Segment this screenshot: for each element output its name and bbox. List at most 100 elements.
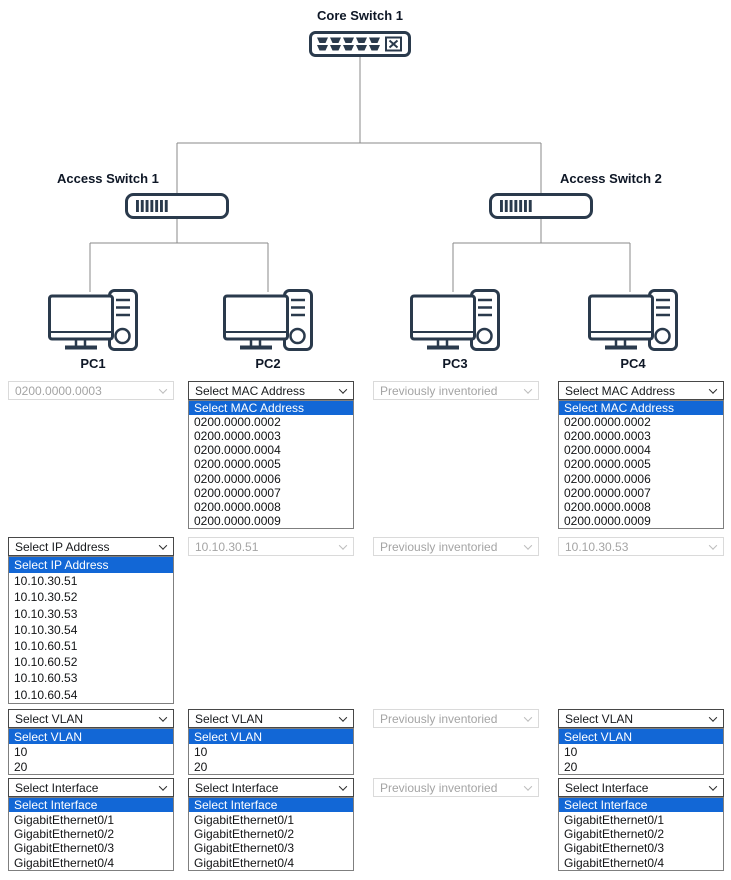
pc1-vlan-option[interactable]: 10 xyxy=(14,744,28,759)
pc3-ip-select: Previously inventoried xyxy=(373,537,539,556)
chevron-down-icon xyxy=(523,712,533,722)
pc4-iface-option[interactable]: Select Interface xyxy=(559,798,723,813)
chevron-down-icon xyxy=(708,540,718,550)
pc1-iface-option[interactable]: GigabitEthernet0/1 xyxy=(14,812,115,827)
pc2-mac-selected-value: Select MAC Address xyxy=(195,383,306,398)
pc1-ip-option[interactable]: 10.10.60.52 xyxy=(14,655,78,670)
pc2-mac-select[interactable]: Select MAC Address xyxy=(188,381,354,400)
pc3-ip-selected-value: Previously inventoried xyxy=(380,539,498,554)
pc4-vlan-select[interactable]: Select VLAN xyxy=(558,709,724,728)
core-switch-label: Core Switch 1 xyxy=(317,8,403,23)
pc2-mac-option[interactable]: 0200.0000.0004 xyxy=(194,443,281,458)
pc2-mac-option[interactable]: Select MAC Address xyxy=(189,401,353,416)
core-switch-icon xyxy=(309,31,411,62)
access-switch-1-icon xyxy=(125,193,229,224)
pc1-iface-selected-value: Select Interface xyxy=(15,780,99,795)
pc1-vlan-select[interactable]: Select VLAN xyxy=(8,709,174,728)
pc2-mac-option[interactable]: 0200.0000.0002 xyxy=(194,415,281,430)
pc1-vlan-option[interactable]: Select VLAN xyxy=(9,729,173,744)
pc4-ip-selected-value: 10.10.30.53 xyxy=(565,539,629,554)
pc4-mac-option[interactable]: 0200.0000.0008 xyxy=(564,499,651,514)
chevron-down-icon xyxy=(158,540,168,550)
pc1-vlan-selected-value: Select VLAN xyxy=(15,711,84,726)
pc4-mac-option[interactable]: 0200.0000.0002 xyxy=(564,415,651,430)
pc1-label: PC1 xyxy=(80,356,106,371)
pc1-mac-select: 0200.0000.0003 xyxy=(8,381,174,400)
pc2-mac-option[interactable]: 0200.0000.0006 xyxy=(194,471,281,486)
pc4-vlan-option[interactable]: 20 xyxy=(564,759,578,774)
pc1-iface-option[interactable]: GigabitEthernet0/2 xyxy=(14,826,115,841)
pc1-iface-select[interactable]: Select Interface xyxy=(8,778,174,797)
pc1-vlan-option[interactable]: 20 xyxy=(14,759,28,774)
pc1-ip-select[interactable]: Select IP Address xyxy=(8,537,174,556)
pc4-mac-option[interactable]: 0200.0000.0003 xyxy=(564,429,651,444)
chevron-down-icon xyxy=(523,384,533,394)
pc3-iface-select: Previously inventoried xyxy=(373,778,539,797)
pc3-vlan-selected-value: Previously inventoried xyxy=(380,711,498,726)
pc2-mac-option[interactable]: 0200.0000.0008 xyxy=(194,499,281,514)
pc4-mac-option[interactable]: 0200.0000.0007 xyxy=(564,485,651,500)
pc2-iface-option[interactable]: GigabitEthernet0/1 xyxy=(194,812,295,827)
pc2-vlan-option[interactable]: Select VLAN xyxy=(189,729,353,744)
pc2-vlan-select[interactable]: Select VLAN xyxy=(188,709,354,728)
pc1-ip-option[interactable]: 10.10.60.51 xyxy=(14,639,78,654)
pc4-iface-option[interactable]: GigabitEthernet0/3 xyxy=(564,841,665,856)
pc2-iface-option[interactable]: GigabitEthernet0/3 xyxy=(194,841,295,856)
pc2-vlan-option[interactable]: 20 xyxy=(194,759,208,774)
pc1-iface-option[interactable]: GigabitEthernet0/4 xyxy=(14,855,115,870)
pc4-iface-select[interactable]: Select Interface xyxy=(558,778,724,797)
pc4-vlan-selected-value: Select VLAN xyxy=(565,711,634,726)
access-switch-2-label: Access Switch 2 xyxy=(560,171,662,186)
pc2-iface-select[interactable]: Select Interface xyxy=(188,778,354,797)
pc1-ip-option[interactable]: 10.10.60.53 xyxy=(14,671,78,686)
pc2-vlan-option[interactable]: 10 xyxy=(194,744,208,759)
pc1-ip-option[interactable]: 10.10.30.53 xyxy=(14,606,78,621)
pc3-label: PC3 xyxy=(442,356,468,371)
pc1-ip-option[interactable]: 10.10.60.54 xyxy=(14,687,78,702)
pc2-mac-option[interactable]: 0200.0000.0005 xyxy=(194,457,281,472)
pc2-mac-option[interactable]: 0200.0000.0007 xyxy=(194,485,281,500)
pc4-ip-select: 10.10.30.53 xyxy=(558,537,724,556)
pc4-mac-option[interactable]: 0200.0000.0005 xyxy=(564,457,651,472)
pc4-vlan-option[interactable]: Select VLAN xyxy=(559,729,723,744)
pc2-iface-option[interactable]: Select Interface xyxy=(189,798,353,813)
pc4-mac-option[interactable]: 0200.0000.0004 xyxy=(564,443,651,458)
pc1-ip-selected-value: Select IP Address xyxy=(15,539,110,554)
pc4-mac-option[interactable]: Select MAC Address xyxy=(559,401,723,416)
pc4-iface-option[interactable]: GigabitEthernet0/4 xyxy=(564,855,665,870)
pc4-iface-option[interactable]: GigabitEthernet0/1 xyxy=(564,812,665,827)
pc1-ip-option[interactable]: 10.10.30.51 xyxy=(14,574,78,589)
pc2-mac-option[interactable]: 0200.0000.0003 xyxy=(194,429,281,444)
pc1-ip-option[interactable]: 10.10.30.52 xyxy=(14,590,78,605)
pc2-iface-option[interactable]: GigabitEthernet0/2 xyxy=(194,826,295,841)
pc2-mac-option[interactable]: 0200.0000.0009 xyxy=(194,513,281,528)
pc1-mac-selected-value: 0200.0000.0003 xyxy=(15,383,102,398)
pc3-mac-selected-value: Previously inventoried xyxy=(380,383,498,398)
chevron-down-icon xyxy=(523,781,533,791)
pc4-mac-select[interactable]: Select MAC Address xyxy=(558,381,724,400)
chevron-down-icon xyxy=(338,781,348,791)
pc4-iface-option[interactable]: GigabitEthernet0/2 xyxy=(564,826,665,841)
pc1-ip-option[interactable]: Select IP Address xyxy=(9,557,173,574)
pc1-iface-option[interactable]: GigabitEthernet0/3 xyxy=(14,841,115,856)
pc2-iface-selected-value: Select Interface xyxy=(195,780,279,795)
chevron-down-icon xyxy=(338,384,348,394)
pc4-mac-option[interactable]: 0200.0000.0006 xyxy=(564,471,651,486)
pc4-mac-option[interactable]: 0200.0000.0009 xyxy=(564,513,651,528)
pc3-iface-selected-value: Previously inventoried xyxy=(380,780,498,795)
pc2-ip-select: 10.10.30.51 xyxy=(188,537,354,556)
chevron-down-icon xyxy=(708,781,718,791)
pc1-ip-option[interactable]: 10.10.30.54 xyxy=(14,622,78,637)
pc4-vlan-option[interactable]: 10 xyxy=(564,744,578,759)
chevron-down-icon xyxy=(523,540,533,550)
pc3-mac-select: Previously inventoried xyxy=(373,381,539,400)
pc1-iface-option[interactable]: Select Interface xyxy=(9,798,173,813)
pc2-iface-option[interactable]: GigabitEthernet0/4 xyxy=(194,855,295,870)
pc2-label: PC2 xyxy=(255,356,281,371)
